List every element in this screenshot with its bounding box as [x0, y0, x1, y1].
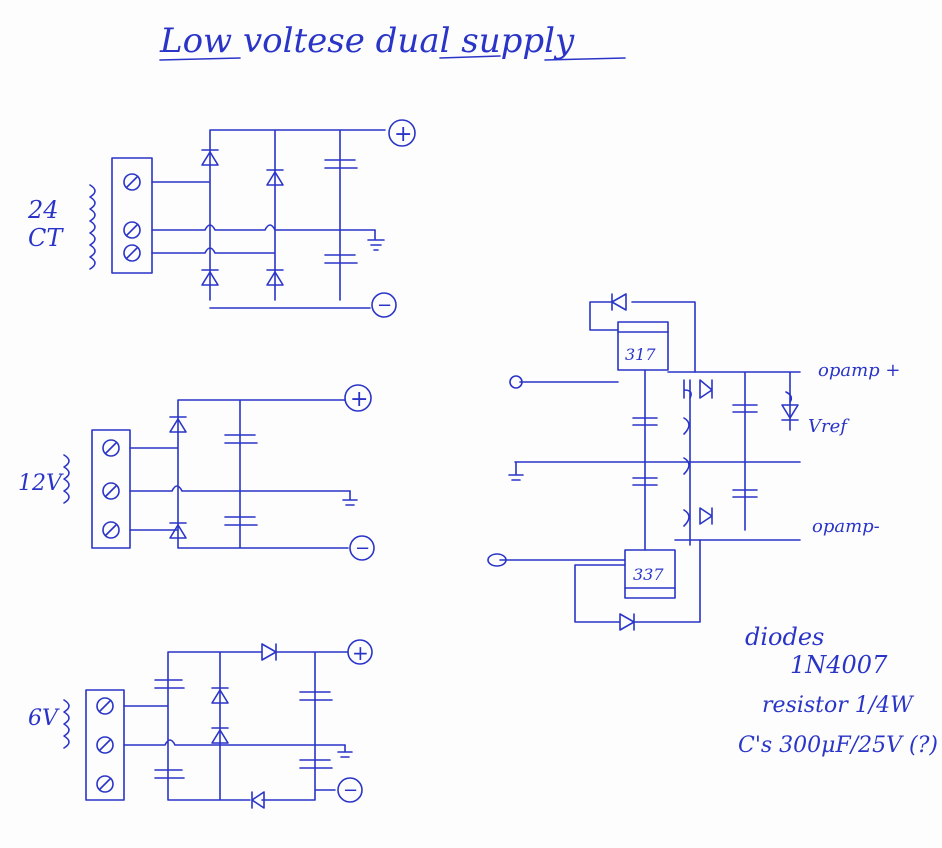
capacitors-24: [324, 159, 358, 264]
ground-symbol-reg: [508, 461, 524, 481]
note-diodes: diodes: [745, 623, 824, 651]
terminal-in-minus: [487, 553, 507, 567]
terminal-block-24: [111, 157, 153, 274]
terminal-minus-24: [371, 292, 397, 318]
plus-sign-6: +: [352, 641, 369, 665]
wires-24: [151, 129, 386, 309]
label-ct: CT: [28, 224, 64, 252]
plus-sign-24: +: [394, 122, 412, 147]
regulator-337-label: 337: [633, 565, 664, 584]
capacitors-6: [154, 679, 333, 779]
screw-terminals-24: [123, 173, 141, 262]
output-vref: Vref: [808, 416, 850, 437]
ground-symbol-12: [342, 490, 358, 506]
diodes-24: [201, 149, 284, 286]
terminal-minus-12: [349, 535, 375, 561]
regulator-wires: [499, 369, 801, 561]
capacitors-12: [224, 434, 258, 526]
diodes-12: [169, 416, 187, 539]
minus-sign-6: −: [343, 780, 358, 801]
wires-6: [123, 651, 349, 801]
page-title: Low voltese dual supply: [159, 21, 575, 61]
supply-6v: 6V + −: [28, 639, 373, 809]
plus-sign-12: +: [350, 387, 368, 412]
label-6v: 6V: [28, 706, 60, 731]
minus-sign-12: −: [355, 538, 370, 559]
output-opamp-plus: opamp +: [818, 360, 901, 381]
wires-12: [129, 399, 351, 549]
transformer-coil-6: [63, 699, 70, 749]
supply-12v: 12V + −: [18, 384, 375, 561]
screw-terminals-12: [102, 439, 120, 539]
transformer-coil-24: [89, 184, 96, 270]
terminal-plus-12: [344, 384, 372, 412]
regulator-337-bypass: [574, 539, 701, 631]
regulator-circuit: 317 337 opamp + Vref opamp-: [487, 293, 901, 631]
title-underline-1: [159, 57, 241, 61]
title-underline-3: [544, 57, 626, 61]
regulator-317-bypass: [589, 293, 696, 373]
regulator-337: [624, 549, 676, 599]
ground-symbol-24: [367, 229, 385, 251]
terminal-minus-6: [337, 777, 363, 803]
note-capacitors: C's 300μF/25V (?): [738, 733, 938, 758]
terminal-in-plus: [509, 375, 523, 389]
transformer-coil-12: [63, 454, 70, 504]
notes: diodes 1N4007 resistor 1/4W C's 300μF/25…: [738, 623, 938, 758]
minus-sign-24: −: [377, 295, 392, 316]
diodes-6: [211, 643, 277, 809]
label-24: 24: [27, 196, 59, 224]
supply-24v-ct: 24 CT + −: [27, 119, 416, 318]
title-underline-2: [439, 55, 501, 59]
regulator-317: [617, 321, 669, 371]
terminal-plus-6: [347, 639, 373, 665]
ground-symbol-6: [337, 744, 353, 758]
regulator-317-label: 317: [625, 345, 656, 364]
terminal-block-12: [91, 429, 131, 549]
note-1n4007: 1N4007: [790, 651, 888, 679]
note-resistor: resistor 1/4W: [762, 693, 915, 718]
label-12v: 12V: [18, 471, 64, 496]
screw-terminals-6: [96, 697, 114, 793]
output-opamp-minus: opamp-: [812, 516, 880, 537]
terminal-plus-24: [388, 119, 416, 147]
regulator-components: [632, 379, 799, 527]
